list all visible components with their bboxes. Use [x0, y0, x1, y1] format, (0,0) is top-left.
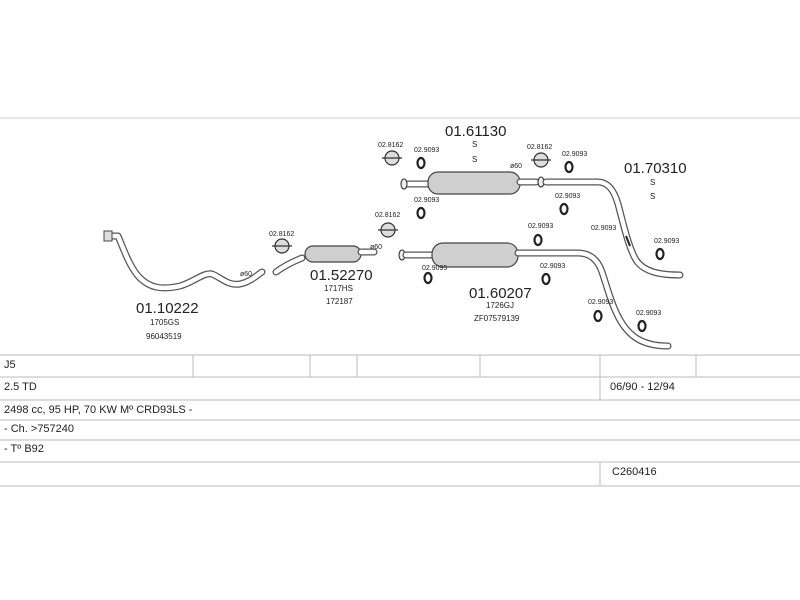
ring-icon — [541, 272, 551, 286]
part-number-01-61130: 01.61130 — [445, 123, 506, 140]
ring-label: 02.9093 — [555, 193, 580, 200]
part-number-01-60207: 01.60207 — [469, 285, 532, 302]
ring-label: 02.9093 — [636, 310, 661, 317]
part-code: ZF07579139 — [474, 314, 520, 323]
ring-icon — [637, 319, 647, 333]
part-code: 1726GJ — [486, 301, 514, 310]
part-number-01-52270: 01.52270 — [310, 267, 373, 284]
ring-label: 02.9093 — [591, 225, 616, 232]
engine-specification: 2498 cc, 95 HP, 70 KW Mº CRD93LS - — [4, 404, 193, 416]
pipe-diameter-label: ø60 — [240, 271, 252, 278]
ring-label: 02.9093 — [588, 299, 613, 306]
part-code: 1705GS — [150, 318, 179, 327]
part-center-silencer: ø60 01.52270 1717HS 172187 02.8162 — [269, 231, 382, 306]
ring-icon — [416, 156, 426, 170]
ring-label: 02.9093 — [562, 151, 587, 158]
part-code: S — [472, 155, 477, 164]
pipe-diameter-label: ø60 — [510, 163, 522, 170]
catalog-code: C260416 — [612, 466, 657, 478]
ring-icon — [533, 233, 543, 247]
part-front-pipe: ø60 01.10222 1705GS 96043519 — [103, 230, 266, 341]
vehicle-model: J5 — [4, 359, 16, 371]
ring-label: 02.9093 — [654, 238, 679, 245]
part-number-01-10222: 01.10222 — [136, 300, 199, 317]
part-code: 1717HS — [324, 284, 353, 293]
ring-label: 02.9093 — [414, 147, 439, 154]
ring-icon — [416, 206, 426, 220]
chassis-number: - Ch. >757240 — [4, 423, 75, 435]
part-code: S — [472, 140, 477, 149]
ring-label: 02.9093 — [540, 263, 565, 270]
clamp-label: 02.8162 — [527, 144, 552, 151]
ring-icon — [655, 247, 665, 261]
part-upper-tail-pipe: 01.70310 S S 02.9093 02.9093 02.9093 — [537, 160, 687, 279]
ring-icon — [564, 160, 574, 174]
ring-icon — [593, 309, 603, 323]
vehicle-type: - Tº B92 — [4, 443, 44, 455]
production-years: 06/90 - 12/94 — [610, 381, 675, 393]
clamp-label: 02.8162 — [375, 212, 400, 219]
ring-label: 02.9093 — [528, 223, 553, 230]
part-code: 96043519 — [146, 332, 182, 341]
ring-label: 02.9095 — [422, 265, 447, 272]
engine-variant: 2.5 TD — [4, 381, 37, 393]
ring-icon — [559, 202, 569, 216]
part-number-01-70310: 01.70310 — [624, 160, 687, 177]
part-code: S — [650, 192, 655, 201]
part-lower-rear-silencer: 02.8162 02.9095 02.9093 02.9093 02.9093 … — [375, 212, 672, 350]
part-code: 172187 — [326, 297, 353, 306]
part-upper-rear-silencer: 01.61130 S S ø60 02.8162 02.8162 02.9093… — [378, 123, 587, 220]
ring-icon — [423, 271, 433, 285]
pipe-diameter-label: ø60 — [370, 244, 382, 251]
part-code: S — [650, 178, 655, 187]
application-table-grid — [0, 354, 800, 487]
clamp-label: 02.8162 — [378, 142, 403, 149]
clamp-label: 02.8162 — [269, 231, 294, 238]
ring-label: 02.9093 — [414, 197, 439, 204]
